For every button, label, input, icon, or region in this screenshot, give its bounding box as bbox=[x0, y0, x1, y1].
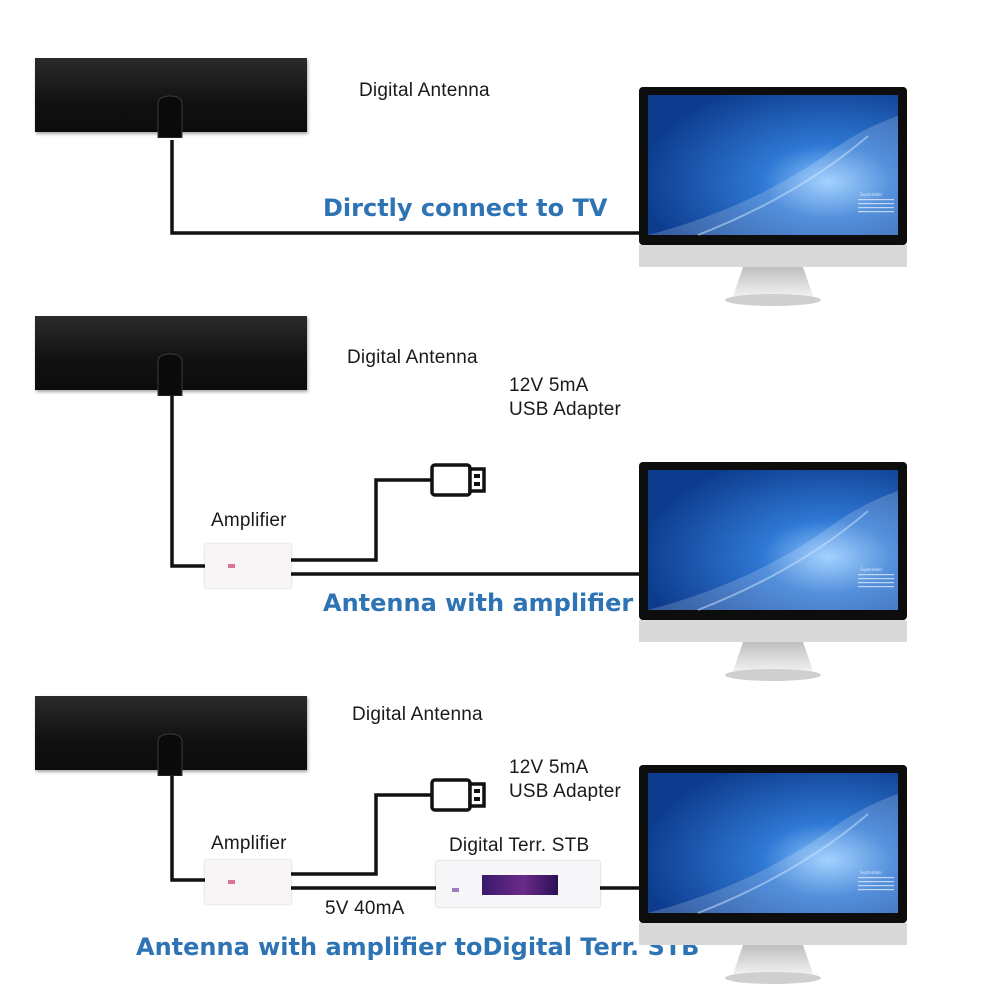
usb-plug-icon bbox=[430, 778, 486, 812]
stb-display bbox=[482, 875, 558, 895]
amplifier-icon bbox=[205, 544, 291, 588]
tv-monitor-icon: September bbox=[638, 86, 908, 316]
cable-lines bbox=[170, 390, 640, 576]
panel-with-amplifier: Digital Antenna 12V 5mA USB Adapter Ampl… bbox=[0, 300, 1000, 685]
power-label: 5V 40mA bbox=[325, 898, 405, 919]
panel-direct-connect: Digital Antenna Dirctly connect to TV Se… bbox=[0, 0, 1000, 320]
antenna-label: Digital Antenna bbox=[347, 347, 478, 368]
cable-lines bbox=[170, 140, 640, 235]
usb-plug-icon bbox=[430, 463, 486, 497]
usb-adapter-spec: 12V 5mA bbox=[509, 757, 589, 778]
tv-monitor-icon: September bbox=[638, 461, 908, 691]
antenna-connector-icon bbox=[157, 733, 183, 776]
antenna-connector-icon bbox=[157, 353, 183, 396]
amplifier-led bbox=[228, 880, 235, 884]
antenna-icon bbox=[35, 696, 307, 776]
amplifier-icon bbox=[205, 860, 291, 904]
antenna-label: Digital Antenna bbox=[352, 704, 483, 725]
usb-adapter-label: USB Adapter bbox=[509, 399, 622, 420]
amplifier-led bbox=[228, 564, 235, 568]
antenna-label: Digital Antenna bbox=[359, 80, 490, 101]
calendar-month: September bbox=[860, 567, 882, 572]
amplifier-label: Amplifier bbox=[211, 833, 287, 854]
amplifier-label: Amplifier bbox=[211, 510, 287, 531]
panel-heading: Antenna with amplifier bbox=[323, 589, 634, 617]
antenna-icon bbox=[35, 316, 307, 396]
cable-lines bbox=[170, 770, 640, 890]
calendar-month: September bbox=[860, 870, 882, 875]
usb-adapter-label: USB Adapter bbox=[509, 781, 622, 802]
usb-adapter-spec: 12V 5mA bbox=[509, 375, 589, 396]
stb-label: Digital Terr. STB bbox=[449, 835, 590, 856]
panel-heading: Antenna with amplifier toDigital Terr. S… bbox=[136, 933, 700, 961]
panel-with-stb: Digital Antenna 12V 5mA USB Adapter Ampl… bbox=[0, 680, 1000, 1000]
set-top-box-icon bbox=[436, 861, 600, 907]
stb-led bbox=[452, 888, 459, 892]
panel-heading: Dirctly connect to TV bbox=[323, 194, 608, 222]
tv-monitor-icon: September bbox=[638, 764, 908, 994]
antenna-icon bbox=[35, 58, 307, 138]
calendar-month: September bbox=[860, 192, 882, 197]
antenna-connector-icon bbox=[157, 95, 183, 138]
